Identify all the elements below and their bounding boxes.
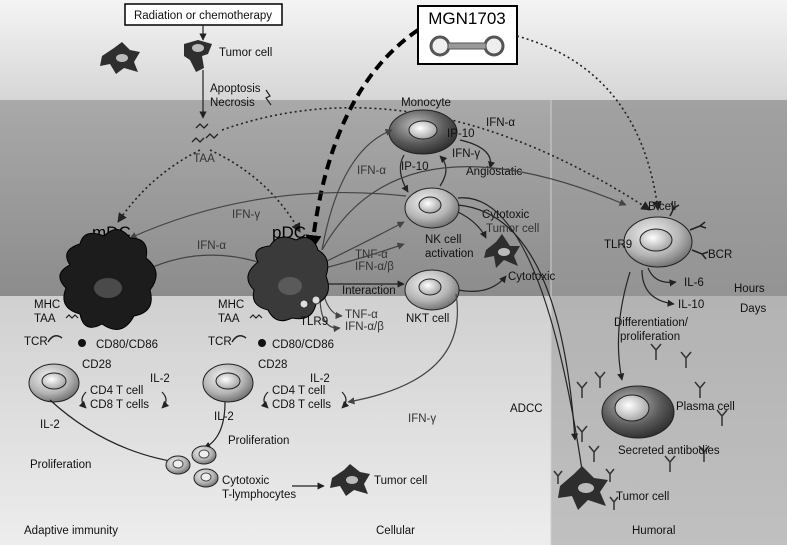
t-cell <box>202 363 254 403</box>
svg-text:Proliferation: Proliferation <box>228 435 289 447</box>
cytotoxic-t-lymphocytes <box>165 445 219 488</box>
pdc-cell <box>247 236 329 322</box>
svg-text:IL-2: IL-2 <box>310 373 330 385</box>
svg-text:IP-10: IP-10 <box>447 128 475 140</box>
nk-label-1: NK cell <box>425 234 461 246</box>
svg-text:IP-10: IP-10 <box>401 161 429 173</box>
svg-text:IFN-α/β: IFN-α/β <box>355 261 394 273</box>
svg-text:TAA: TAA <box>218 313 240 325</box>
section-humoral: Humoral <box>632 525 675 537</box>
svg-text:CD80/CD86: CD80/CD86 <box>96 339 158 351</box>
svg-text:IFN-γ: IFN-γ <box>408 413 436 425</box>
svg-text:TLR9: TLR9 <box>604 239 632 251</box>
necrosis-label: Necrosis <box>210 97 255 109</box>
b-cell <box>623 202 709 268</box>
antibodies-icon <box>576 343 728 472</box>
tlr9-dumbbell-icon <box>299 295 321 309</box>
plasma-cell-label: Plasma cell <box>676 401 735 413</box>
svg-text:Radiation or chemotherapy: Radiation or chemotherapy <box>134 10 272 22</box>
svg-text:CD4 T cell: CD4 T cell <box>90 385 143 397</box>
taa-label: TAA <box>193 153 215 165</box>
tumor-cell-icon <box>484 234 520 268</box>
secreted-antibodies-label: Secreted antibodies <box>618 445 720 457</box>
svg-text:IFN-α: IFN-α <box>486 117 515 129</box>
svg-text:Days: Days <box>740 303 766 315</box>
svg-text:CD8 T cells: CD8 T cells <box>272 399 331 411</box>
svg-text:TLR9: TLR9 <box>300 316 328 328</box>
svg-text:TNF-α: TNF-α <box>345 309 378 321</box>
trigger-box: Radiation or chemotherapy <box>124 3 283 26</box>
plasma-cell <box>601 385 675 439</box>
svg-text:Cytotoxic: Cytotoxic <box>222 475 270 487</box>
svg-text:MGN1703: MGN1703 <box>428 9 505 28</box>
svg-text:ADCC: ADCC <box>510 403 543 415</box>
b-cell-label: B cell <box>648 201 676 213</box>
svg-text:IL-6: IL-6 <box>684 277 704 289</box>
svg-text:T-lymphocytes: T-lymphocytes <box>222 489 296 501</box>
svg-text:Hours: Hours <box>734 283 765 295</box>
svg-text:CD4 T cell: CD4 T cell <box>272 385 325 397</box>
svg-text:CD28: CD28 <box>258 359 287 371</box>
svg-text:CD80/CD86: CD80/CD86 <box>272 339 334 351</box>
mdc-cell <box>59 229 157 330</box>
svg-text:CD8 T cells: CD8 T cells <box>90 399 149 411</box>
svg-text:MHC: MHC <box>218 299 244 311</box>
t-cell <box>28 363 80 403</box>
nk-cell <box>404 187 460 229</box>
tumor-cell-icon <box>100 42 140 74</box>
apoptosis-label: Apoptosis <box>210 83 261 95</box>
svg-text:IFN-α: IFN-α <box>357 165 386 177</box>
tumor-right-label: Tumor cell <box>616 491 669 503</box>
nkt-label: NKT cell <box>406 313 449 325</box>
svg-text:Cytotoxic: Cytotoxic <box>482 209 530 221</box>
section-adaptive: Adaptive immunity <box>24 525 118 537</box>
svg-text:proliferation: proliferation <box>620 331 680 343</box>
monocyte-label: Monocyte <box>401 97 451 109</box>
nkt-cell <box>404 269 460 311</box>
svg-text:MHC: MHC <box>34 299 60 311</box>
svg-text:IL-10: IL-10 <box>678 299 704 311</box>
tumor-cell-label: Tumor cell <box>219 47 272 59</box>
svg-text:IL-2: IL-2 <box>150 373 170 385</box>
svg-text:CD28: CD28 <box>82 359 111 371</box>
svg-text:BCR: BCR <box>708 249 732 261</box>
taa-fragments-icon <box>191 123 219 143</box>
svg-text:IFN-α: IFN-α <box>197 240 226 252</box>
section-cellular: Cellular <box>376 525 415 537</box>
svg-text:IL-2: IL-2 <box>40 419 60 431</box>
lightning-icon <box>265 89 272 106</box>
tumor-mid-label: Tumor cell <box>486 223 539 235</box>
svg-text:TAA: TAA <box>34 313 56 325</box>
svg-text:Cytotoxic: Cytotoxic <box>508 271 556 283</box>
tumor-bottom-label: Tumor cell <box>374 475 427 487</box>
tumor-cell-icon <box>553 466 619 510</box>
svg-text:Proliferation: Proliferation <box>30 459 91 471</box>
angiostatic-label: Angiostatic <box>466 166 523 178</box>
svg-text:TCR: TCR <box>208 336 232 348</box>
svg-text:IFN-γ: IFN-γ <box>452 148 480 160</box>
tumor-cell-icon <box>330 464 370 496</box>
mgn1703-box: MGN1703 <box>417 5 518 65</box>
nk-label-2: activation <box>425 248 474 260</box>
svg-text:Differentiation/: Differentiation/ <box>614 317 689 329</box>
dumbbell-molecule-icon <box>429 35 505 57</box>
svg-text:Interaction: Interaction <box>342 285 396 297</box>
svg-text:TCR: TCR <box>24 336 48 348</box>
tumor-cell-icon <box>184 40 212 72</box>
svg-text:IFN-α/β: IFN-α/β <box>345 321 384 333</box>
svg-text:IFN-γ: IFN-γ <box>232 209 260 221</box>
